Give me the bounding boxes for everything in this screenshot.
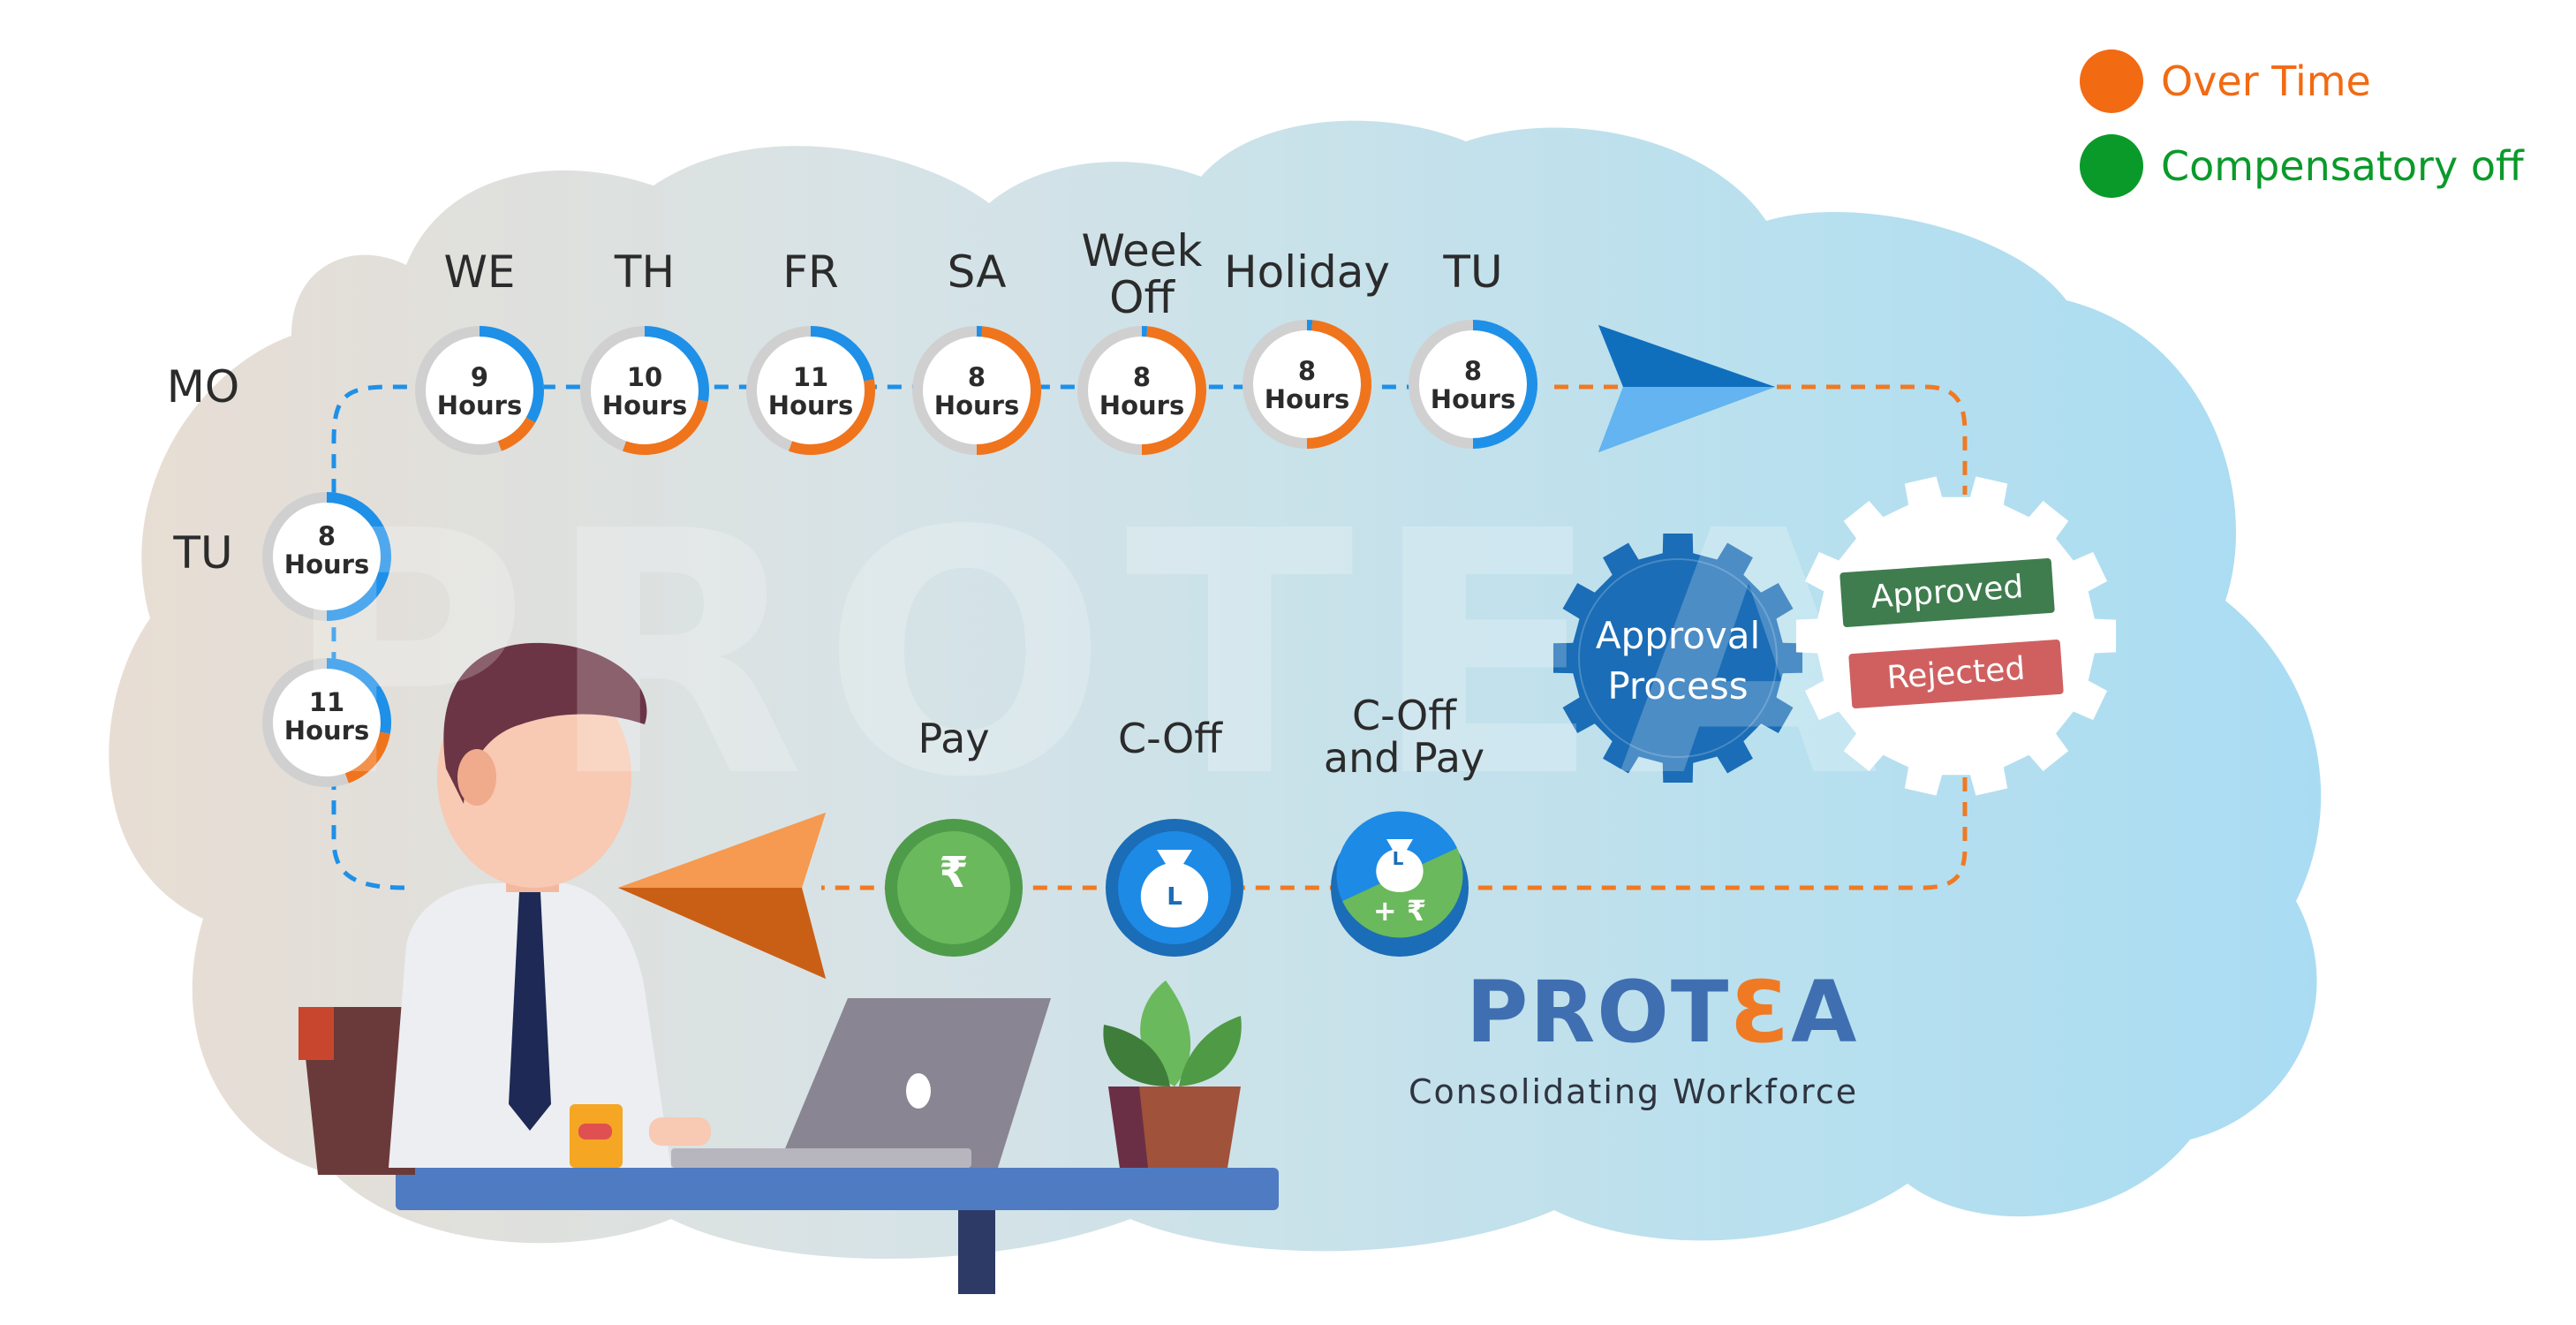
hour-rings: [262, 320, 1537, 787]
coff-pay-bag-shape: [1376, 839, 1424, 892]
day-label-sa: SA: [947, 246, 1007, 298]
ring-arc-regular: [479, 326, 544, 423]
legend-item-compoff: Compensatory off: [2080, 134, 2524, 198]
legend-label-overtime: Over Time: [2161, 57, 2371, 105]
day-label-weekoff: Week Off: [1081, 225, 1203, 323]
ring-arc-regular: [1472, 320, 1537, 449]
ring-fill: [264, 494, 389, 619]
person-ear: [457, 749, 496, 806]
desk-leg: [958, 1210, 995, 1294]
brand-logo: PROTƐA: [1466, 963, 1859, 1062]
hour-ring-tu: [1409, 320, 1537, 449]
ring-arc-overtime: [789, 379, 875, 455]
brand-tagline: Consolidating Workforce: [1409, 1072, 1859, 1111]
leave-bag-small-icon: L: [1392, 848, 1404, 869]
orange-dashed-path-top: [1554, 384, 1968, 495]
orange-dashed-path-bottom: [821, 777, 1968, 890]
laptop-base: [671, 1148, 971, 1168]
watermark-text: PROTEA: [283, 459, 1897, 851]
ring-fill: [1244, 322, 1370, 447]
legend-swatch-overtime: [2080, 49, 2143, 113]
day-label-th: TH: [614, 246, 676, 298]
ring-arc-overtime: [344, 731, 390, 784]
ring-arc-regular: [326, 492, 391, 621]
ring-arc-regular: [644, 326, 709, 402]
plus-rupee-icon: + ₹: [1372, 894, 1427, 928]
hour-ring-tu-left: [262, 492, 391, 621]
coff-bag-shape: [1140, 850, 1209, 928]
ring-fill: [748, 328, 873, 453]
outcome-label-pay: Pay: [918, 715, 990, 762]
gear-approval-ring: [1578, 558, 1778, 758]
paper-plane-blue-icon: [1598, 325, 1775, 452]
ring-arc-regular: [326, 658, 391, 734]
ring-fill: [582, 328, 707, 453]
hour-ring-fr: [746, 326, 875, 455]
ring-fill: [264, 660, 389, 785]
gear-approval-icon: [1552, 533, 1803, 784]
legend-item-overtime: Over Time: [2080, 49, 2371, 113]
paper-plane-orange-icon: [618, 813, 826, 979]
pay-circle-inner: [897, 831, 1010, 944]
person-hand: [649, 1117, 711, 1146]
ring-arc-overtime: [497, 417, 536, 451]
ring-fill: [1410, 322, 1536, 447]
ring-arc-overtime: [1306, 320, 1371, 449]
day-label-fr: FR: [782, 246, 839, 298]
legend-swatch-compoff: [2080, 134, 2143, 198]
blue-dashed-path: [331, 384, 1448, 890]
chair-arm: [298, 1007, 334, 1060]
laptop-logo-icon: [906, 1073, 931, 1109]
desk-top: [396, 1168, 1279, 1210]
leave-bag-icon: L: [1167, 882, 1182, 911]
legend-label-compoff: Compensatory off: [2161, 142, 2524, 190]
ring-arc-regular: [810, 326, 874, 382]
plant-pot-shade: [1108, 1086, 1148, 1168]
person-hair: [443, 642, 647, 804]
hour-ring-sa: [912, 326, 1041, 455]
ring-fill: [417, 328, 542, 453]
ring-fill: [1079, 328, 1205, 453]
illustration: [298, 325, 2117, 1294]
day-label-tu-left: TU: [173, 527, 233, 579]
plant-leaf-left: [1103, 1025, 1170, 1086]
day-label-tu: TU: [1443, 246, 1503, 298]
person-tie: [509, 892, 551, 1131]
hour-ring-weekoff: [1077, 326, 1206, 455]
hour-ring-we: [415, 326, 544, 455]
hour-ring-mo: [262, 658, 391, 787]
ring-fill: [914, 328, 1039, 453]
ring-arc-overtime: [623, 399, 708, 455]
day-label-mo: MO: [166, 361, 240, 413]
gear-status-icon: [1795, 476, 2117, 796]
rupee-icon: ₹: [939, 848, 969, 897]
mug-label: [578, 1124, 612, 1140]
ring-arc-overtime: [1141, 326, 1206, 455]
day-label-we: WE: [443, 246, 516, 298]
hour-ring-th: [580, 326, 709, 455]
flow-lines: [331, 384, 1968, 890]
day-label-holiday: Holiday: [1224, 246, 1390, 298]
ring-arc-overtime: [976, 326, 1041, 455]
plant-leaf-right: [1179, 1016, 1242, 1086]
outcome-label-coff: C-Off: [1118, 715, 1222, 762]
coff-pay-green-half: [1342, 848, 1463, 938]
hour-ring-holiday: [1243, 320, 1371, 449]
